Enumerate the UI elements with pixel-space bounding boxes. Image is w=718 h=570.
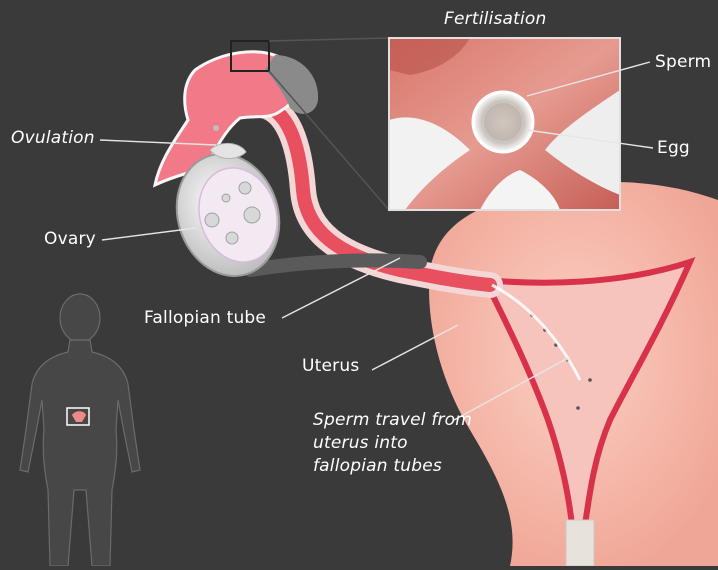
label-egg: Egg	[657, 138, 690, 158]
label-ovulation: Ovulation	[11, 128, 95, 148]
label-fertilisation: Fertilisation	[444, 9, 547, 29]
label-sperm: Sperm	[655, 52, 711, 72]
fertilisation-inset	[389, 38, 620, 210]
label-ovary: Ovary	[44, 229, 96, 249]
label-uterus: Uterus	[302, 356, 359, 376]
cervix	[566, 520, 594, 566]
label-fallopian-tube: Fallopian tube	[144, 308, 266, 328]
label-sperm-travel: Sperm travel from uterus into fallopian …	[313, 409, 483, 478]
body-silhouette	[20, 294, 140, 566]
zoom-line-top	[269, 38, 389, 41]
released-egg	[213, 125, 219, 131]
